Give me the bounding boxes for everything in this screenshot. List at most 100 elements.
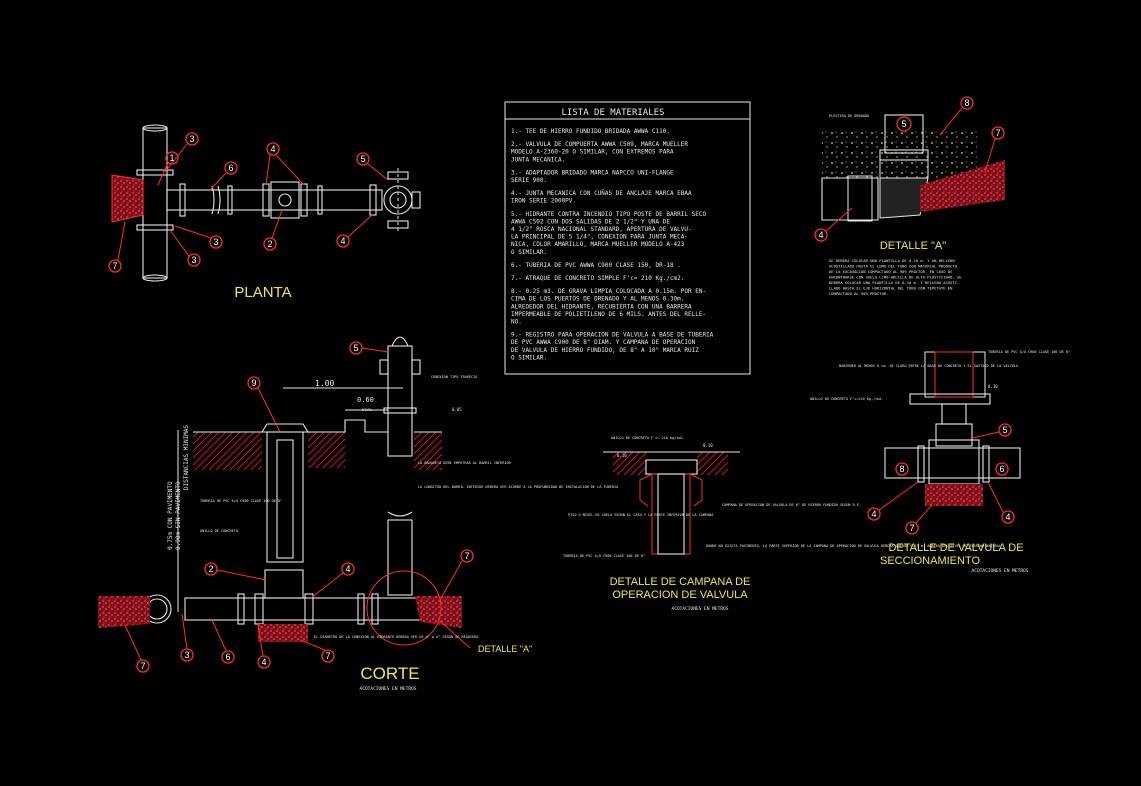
material-item-line: 7.- ATRAQUE DE CONCRETO SIMPLE F'c= 210 … <box>511 275 684 282</box>
campana-right-label: CAMPANA DE OPERACION DE VALVULA DE 8" DE… <box>722 503 861 507</box>
detail-a-note-line: COMPACTADO AL 90% PROCTOR. <box>829 291 888 296</box>
material-item-line: NO. <box>511 319 522 326</box>
material-item-line: 9.- REGISTRO PARA OPERACION DE VALVULA A… <box>511 332 714 339</box>
svg-text:6: 6 <box>999 464 1004 474</box>
dim-1-00: 1.00 <box>315 379 334 388</box>
svg-text:6: 6 <box>225 652 230 662</box>
material-item-line: 4 1/2" ROSCA NACIONAL STANDARD, APERTURA… <box>511 226 692 233</box>
plan-title: PLANTA <box>234 284 291 301</box>
materials-items: 1.- TEE DE HIERRO FUNDIDO BRIDADA AWWA C… <box>511 128 714 361</box>
material-item-line: 8.- 0.25 m3. DE GRAVA LIMPIA COLOCADA A … <box>511 288 706 295</box>
section-label-tuberia: TUBERIA DE PVC A/A C900 CLASE 100 DE 8" <box>200 499 282 503</box>
valve-label-2: TUBERIA DE PVC A/A C900 CLASE 100 DE 8" <box>988 350 1070 354</box>
detail-valve: MANTENER AL MENOS 8 cm. DE CLARO ENTRE L… <box>810 350 1070 574</box>
svg-text:4: 4 <box>818 230 823 240</box>
campana-title-1: DETALLE DE CAMPANA DE <box>610 576 751 588</box>
svg-text:4: 4 <box>261 657 266 667</box>
material-item-line: IMPERMEABLE DE POLIETILENO DE 6 MILS. AN… <box>511 311 706 318</box>
dim-0-05: 0.05 <box>452 407 462 412</box>
section-vertical-2: 0.90m SIN PAVIMENTO <box>175 481 182 550</box>
svg-text:7: 7 <box>464 551 469 561</box>
material-item-line: O SIMILAR. <box>511 354 547 361</box>
svg-text:5: 5 <box>360 154 365 164</box>
svg-text:5: 5 <box>353 343 358 353</box>
material-item-line: 5.- HIDRANTE CONTRA INCENDIO TIPO POSTE … <box>511 211 706 218</box>
section-label-diametro: EL DIAMETRO DE LA CONEXION AL HIDRANTE D… <box>314 635 479 639</box>
section-label-conexion: CONEXION TIPO TRAPECIO <box>431 375 477 379</box>
section-vertical-3: DISTANCIAS MINIMAS <box>183 425 190 490</box>
valve-label-1: MANTENER AL MENOS 8 cm. DE CLARO ENTRE L… <box>839 364 1019 368</box>
campana-bottom-right: DONDE NO EXISTA PAVIMENTO, LA PARTE SUPE… <box>706 544 1001 548</box>
valve-title-1: DETALLE DE VALVULA DE <box>888 542 1023 554</box>
section-label-banqueta: LA BANQUETA DEBE EMPOTRAR AL BARRIL INFE… <box>418 461 512 465</box>
svg-text:2: 2 <box>267 239 272 249</box>
svg-text:5: 5 <box>1002 425 1007 435</box>
svg-text:5: 5 <box>901 119 906 129</box>
material-item-line: 2.- VALVULA DE COMPUERTA AWWA C509, MARC… <box>511 141 688 148</box>
material-item-line: 4.- JUNTA MECANICA CON CUÑAS DE ANCLAJE … <box>511 190 692 197</box>
section-detalle-a-ref: DETALLE "A" <box>478 644 532 654</box>
svg-text:2: 2 <box>208 564 213 574</box>
svg-text:3: 3 <box>184 650 189 660</box>
section-note: ACOTACIONES EN METROS <box>360 686 417 692</box>
svg-text:4: 4 <box>871 509 876 519</box>
material-item-line: SERIE 900. <box>511 177 547 184</box>
svg-text:3: 3 <box>191 255 196 265</box>
section-vertical-1: 0.75m CON PAVIMENTO <box>167 481 174 550</box>
svg-text:7: 7 <box>325 651 330 661</box>
detail-a-note-line: DE LA EXCAVACION COMPACTADO AL 90% PROCT… <box>829 269 953 274</box>
section-title: CORTE <box>360 664 419 683</box>
detail-a-note-line: LLADO HASTA EL EJE HORIZONTAL DEL TUBO C… <box>829 286 953 291</box>
svg-text:3: 3 <box>213 237 218 247</box>
material-item-line: JUNTA MECANICA. <box>511 156 565 163</box>
material-item-line: DE PVC AWWA C900 DE 8" DIAM. Y CAMPANA D… <box>511 339 696 346</box>
material-item-line: LA PRINCIPAL DE 5 1/4", CONEXION PARA JU… <box>511 234 688 241</box>
svg-text:4: 4 <box>340 236 345 246</box>
material-item-line: ALREDEDOR DEL HIDRANTE, RECUBIERTA CON U… <box>511 303 692 310</box>
material-item-line: IRON SERIE 2000PV. <box>511 198 576 205</box>
material-item-line: MODELO A-2360-20 O SIMILAR, CON EXTREMOS… <box>511 149 674 156</box>
material-item-line: 3.- ADAPTADOR BRIDADO MARCA NAPCCO UNI-F… <box>511 169 674 176</box>
section-label-anillo: ANILLO DE CONCRETO <box>200 529 238 533</box>
detail-a-note-line: ENCONTRARSE CON SUELO LIMO-ARCILLA DE AL… <box>829 275 962 280</box>
detail-a-top-label: PLESTIRA DE DRENADO <box>829 114 869 118</box>
detail-a-note-line: ACOSTILLADO HASTA EL LOMO DEL TUBO CON M… <box>829 264 958 269</box>
svg-text:7: 7 <box>140 661 145 671</box>
material-item-line: O SIMILAR. <box>511 249 547 256</box>
plan-balloons: 3 1 6 4 5 3 3 2 4 7 <box>108 132 389 273</box>
valve-title-2: SECCIONAMIENTO <box>880 555 980 567</box>
svg-text:4: 4 <box>345 564 350 574</box>
svg-text:4: 4 <box>1005 512 1010 522</box>
valve-dim: 0.10 <box>988 384 998 389</box>
detail-campana: ANILLO DE CONCRETO F'c= 210 kg/cm2. 0.10… <box>563 436 1001 612</box>
svg-text:7: 7 <box>112 261 117 271</box>
svg-text:3: 3 <box>189 134 194 144</box>
detail-a-note-line: SE DEBERA COLOCAR UNA PLANTILLA DE 0.10 … <box>829 258 955 263</box>
valve-note: ACOTACIONES EN METROS <box>972 568 1029 574</box>
section-balloons: 9 5 2 4 7 3 6 4 7 7 <box>124 341 474 673</box>
svg-text:8: 8 <box>964 98 969 108</box>
svg-text:7: 7 <box>909 523 914 533</box>
material-item-line: 6.- TUBERIA DE PVC AWWA C900 CLASE 150, … <box>511 262 681 269</box>
valve-label-3: ANILLO DE CONCRETO F'c=210 Kg./cm2. <box>810 397 884 401</box>
detail-a-title: DETALLE "A" <box>880 240 946 252</box>
campana-note: ACOTACIONES EN METROS <box>672 606 729 612</box>
material-item-line: CIMA DE LOS PUERTOS DE DRENADO Y AL MENO… <box>511 296 684 303</box>
plan-view: 3 1 6 4 5 3 3 2 4 7 PLANTA <box>108 124 421 301</box>
material-item-line: AWWA C502 CON DOS SALIDAS DE 2 1/2" Y UN… <box>511 218 670 225</box>
dim-0-60: 0.60 <box>357 396 374 404</box>
section-view: 1.00 0.60 NIVEL 0.05 0.75m CON PAVIMENTO… <box>98 336 619 692</box>
materials-header: LISTA DE MATERIALES <box>562 108 665 118</box>
svg-text:1: 1 <box>169 153 174 163</box>
materials-list: LISTA DE MATERIALES 1.- TEE DE HIERRO FU… <box>504 101 751 375</box>
label-nivel: NIVEL <box>362 408 373 412</box>
campana-dim-a: 0.10 <box>617 453 627 458</box>
campana-title-2: OPERACION DE VALVULA <box>612 589 748 601</box>
svg-text:8: 8 <box>899 464 904 474</box>
detail-a-note-line: DEBERA COLOCAR UNA PLANTILLA DE 0.10 m. … <box>829 280 959 285</box>
detail-a-note: SE DEBERA COLOCAR UNA PLANTILLA DE 0.10 … <box>829 258 962 296</box>
section-label-longitud: LA LONGITUD DEL BARRIL INTERIOR DEBERA S… <box>418 485 619 489</box>
svg-text:7: 7 <box>995 128 1000 138</box>
svg-text:6: 6 <box>228 163 233 173</box>
